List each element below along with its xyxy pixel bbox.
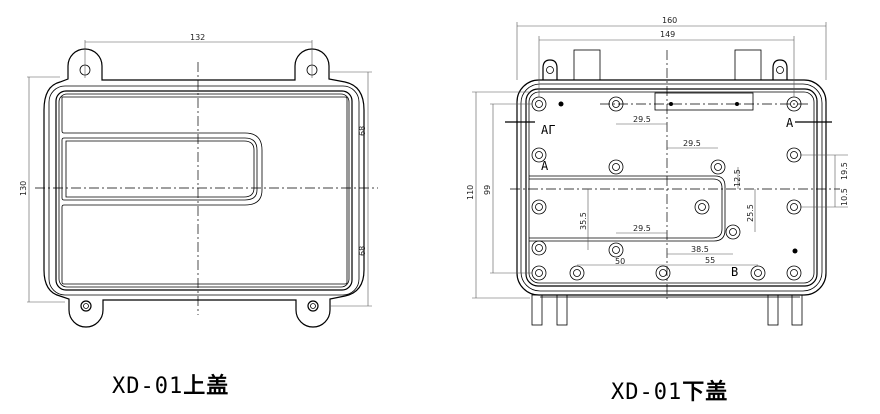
dim-25-5: 25.5 (746, 204, 755, 222)
dim-35-5: 35.5 (579, 212, 588, 230)
dim-29-5-mid: 29.5 (683, 139, 701, 148)
dim-99: 99 (483, 185, 492, 195)
dim-50: 50 (615, 257, 625, 266)
dim-12-5: 12.5 (733, 169, 742, 187)
dim-38-5: 38.5 (691, 245, 709, 254)
section-label-a-left: A (541, 159, 549, 173)
upper-cover-drawing: 132 130 68 68 (19, 33, 378, 328)
upper-cover-outline (43, 48, 365, 328)
dim-19-5: 19.5 (840, 162, 849, 180)
dim-132: 132 (190, 33, 205, 42)
dim-29-5-top: 29.5 (633, 115, 651, 124)
title-code: XD-01 (112, 374, 184, 399)
screw-bosses (531, 96, 802, 281)
dim-160: 160 (662, 16, 677, 25)
lower-cover-drawing: 160 149 110 99 29.5 29.5 29.5 12.5 25.5 … (466, 16, 849, 326)
section-label-a-gamma: AΓ (541, 123, 555, 137)
dim-130: 130 (19, 181, 28, 196)
dim-68-top: 68 (358, 126, 367, 136)
section-label-b: B (731, 265, 738, 279)
title-code: XD-01 (611, 380, 683, 405)
dim-29-5-low: 29.5 (633, 224, 651, 233)
title-part: 上盖 (183, 374, 230, 399)
section-label-a-right: A (786, 116, 794, 130)
dim-55: 55 (705, 256, 715, 265)
dim-110: 110 (466, 185, 475, 200)
lower-cover-title: XD-01下盖 (611, 374, 728, 406)
title-part: 下盖 (682, 380, 729, 405)
dim-149: 149 (660, 30, 675, 39)
dim-68-bottom: 68 (358, 246, 367, 256)
upper-cover-title: XD-01上盖 (112, 368, 229, 400)
dim-10-5: 10.5 (840, 188, 849, 206)
